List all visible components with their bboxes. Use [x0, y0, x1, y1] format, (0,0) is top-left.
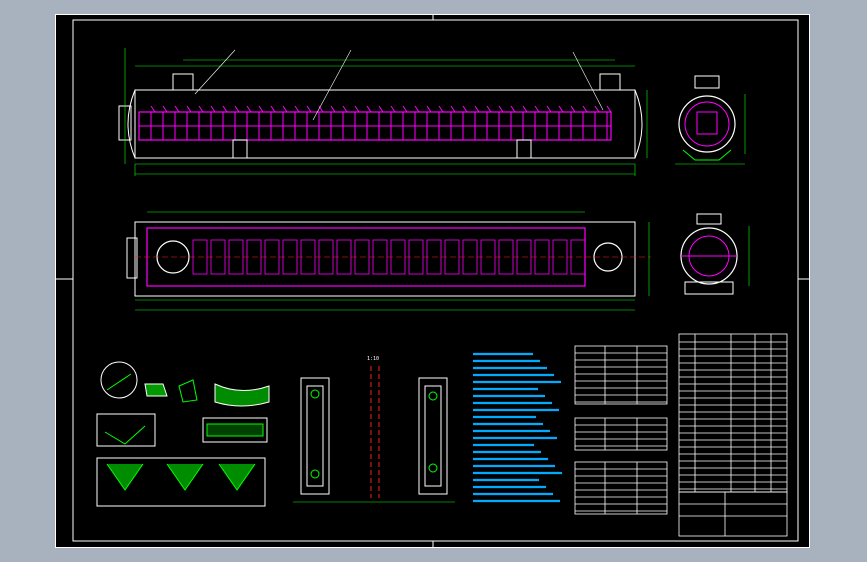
weld-details: [96, 361, 270, 507]
title-block: [678, 491, 788, 537]
rib-tip: [510, 105, 516, 113]
rib-tip: [390, 105, 396, 113]
rib-tip: [186, 105, 192, 113]
rib-tip: [522, 105, 528, 113]
technical-requirements: [473, 352, 562, 503]
rib-tip: [222, 105, 228, 113]
rib-tip: [354, 105, 360, 113]
rib-tip: [258, 105, 264, 113]
drawing-sheet: 1:10: [55, 14, 810, 548]
rib-tip: [474, 105, 480, 113]
rib-tip: [270, 105, 276, 113]
rib-tip: [606, 105, 612, 113]
rib-tip: [534, 105, 540, 113]
sheet-frame: [55, 14, 810, 548]
design-data-tables: [574, 345, 668, 515]
rib-tip: [462, 105, 468, 113]
scale-mark: 1:10: [367, 356, 379, 362]
rib-tip: [294, 105, 300, 113]
rib-tip: [162, 105, 168, 113]
rib-tip: [546, 105, 552, 113]
rib-tip: [234, 105, 240, 113]
rib-tip: [330, 105, 336, 113]
rib-tip: [366, 105, 372, 113]
rib-tip: [582, 105, 588, 113]
bill-of-materials: [678, 333, 788, 493]
rib-tip: [438, 105, 444, 113]
plan-view: [126, 211, 651, 311]
rib-tip: [414, 105, 420, 113]
rib-tip: [342, 105, 348, 113]
rib-tip: [486, 105, 492, 113]
rib-tip: [450, 105, 456, 113]
side-section-a: [675, 75, 746, 165]
rib-tip: [282, 105, 288, 113]
rib-tip: [594, 105, 600, 113]
rib-tip: [378, 105, 384, 113]
cad-drawing: 1:10: [55, 14, 810, 548]
rib-tip: [426, 105, 432, 113]
rib-tip: [570, 105, 576, 113]
rib-tip: [174, 105, 180, 113]
rib-tip: [318, 105, 324, 113]
rib-tip: [198, 105, 204, 113]
rib-tip: [306, 105, 312, 113]
rib-tip: [150, 105, 156, 113]
rib-tip: [558, 105, 564, 113]
rib-tip: [498, 105, 504, 113]
support-details: [293, 366, 455, 503]
front-elevation: [118, 48, 648, 176]
rib-tip: [246, 105, 252, 113]
rib-tip: [210, 105, 216, 113]
side-section-b: [680, 213, 750, 295]
rib-tip: [402, 105, 408, 113]
